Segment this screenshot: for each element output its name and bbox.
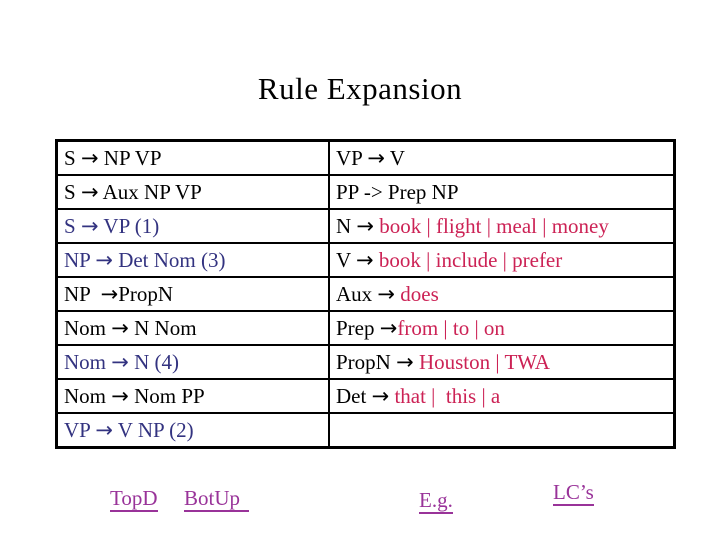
rule-cell-right-8: Det → that | this | a	[328, 378, 676, 414]
rule-text: Aux	[336, 281, 378, 306]
rule-cell-left-6: Nom → N Nom	[55, 310, 330, 346]
rule-text: does	[400, 281, 439, 306]
rule-text: Det	[336, 383, 372, 408]
rule-cell-right-3: N → book | flight | meal | money	[328, 208, 676, 244]
rule-text: VP	[64, 417, 96, 442]
right-arrow-icon: →	[371, 383, 390, 408]
rule-text: Houston | TWA	[418, 349, 550, 374]
rule-cell-right-5: Aux → does	[328, 276, 676, 312]
table-row: Nom → N (4)PropN → Houston | TWA	[55, 344, 676, 380]
right-arrow-icon: →	[100, 281, 119, 306]
rule-text: S	[64, 145, 81, 170]
rule-cell-left-4: NP → Det Nom (3)	[55, 242, 330, 278]
rule-cell-right-2: PP -> Prep NP	[328, 174, 676, 210]
rule-text: VP	[336, 145, 368, 170]
right-arrow-icon: →	[111, 349, 129, 374]
rule-text: NP	[64, 281, 101, 306]
rule-cell-left-7: Nom → N (4)	[55, 344, 330, 380]
right-arrow-icon: →	[356, 213, 375, 238]
rule-text: book | include | prefer	[378, 247, 563, 272]
link-lcs[interactable]: LC’s	[553, 480, 594, 507]
rule-text: S	[64, 213, 81, 238]
rule-text: Nom	[64, 349, 112, 374]
right-arrow-icon: →	[95, 247, 113, 272]
slide-title: Rule Expansion	[257, 71, 463, 106]
right-arrow-icon: →	[356, 247, 374, 272]
right-arrow-icon: →	[80, 145, 99, 170]
rule-text: V	[336, 247, 357, 272]
rule-cell-left-1: S → NP VP	[55, 139, 330, 176]
rule-text: V	[384, 145, 405, 170]
rule-text: NP VP	[98, 145, 162, 170]
right-arrow-icon: →	[367, 145, 385, 170]
rule-cell-left-8: Nom → Nom PP	[55, 378, 330, 414]
rule-text: S	[64, 179, 81, 204]
rule-text: PropN	[118, 281, 174, 306]
rule-text: PP -> Prep NP	[336, 179, 459, 204]
rule-text: book | flight | meal | money	[379, 213, 609, 238]
rule-cell-left-9: VP → V NP (2)	[55, 412, 330, 449]
right-arrow-icon: →	[396, 349, 414, 374]
rule-text: N Nom	[128, 315, 197, 340]
rule-cell-left-5: NP →PropN	[55, 276, 330, 312]
rule-text: PropN	[336, 349, 397, 374]
right-arrow-icon: →	[111, 315, 129, 340]
rule-text: that | this | a	[394, 383, 501, 408]
right-arrow-icon: →	[80, 179, 99, 204]
rule-text: from | to | on	[397, 315, 505, 340]
rule-cell-right-1: VP → V	[328, 139, 676, 176]
right-arrow-icon: →	[111, 383, 129, 408]
table-row: S → VP (1)N → book | flight | meal | mon…	[55, 208, 676, 244]
rule-cell-right-4: V → book | include | prefer	[328, 242, 676, 278]
table-row: NP → Det Nom (3)V → book | include | pre…	[55, 242, 676, 278]
right-arrow-icon: →	[379, 315, 398, 340]
rule-cell-right-9	[328, 412, 676, 449]
rule-cell-left-2: S → Aux NP VP	[55, 174, 330, 210]
rule-text: N	[336, 213, 357, 238]
right-arrow-icon: →	[80, 213, 99, 238]
rule-text: V NP (2)	[112, 417, 194, 442]
link-botup[interactable]: BotUp	[184, 486, 250, 513]
link-eg[interactable]: E.g.	[419, 488, 453, 515]
rule-text: Nom PP	[128, 383, 205, 408]
right-arrow-icon: →	[95, 417, 113, 442]
table-row: VP → V NP (2)	[55, 412, 676, 449]
rule-text: N (4)	[128, 349, 180, 374]
rule-text: Nom	[64, 383, 112, 408]
rule-text: Aux NP VP	[98, 179, 202, 204]
rule-cell-left-3: S → VP (1)	[55, 208, 330, 244]
rule-text: Det Nom (3)	[112, 247, 226, 272]
right-arrow-icon: →	[377, 281, 396, 306]
link-topd[interactable]: TopD	[110, 486, 158, 513]
rule-text: Prep	[336, 315, 380, 340]
rule-cell-right-7: PropN → Houston | TWA	[328, 344, 676, 380]
rule-text: NP	[64, 247, 96, 272]
rule-text: Nom	[64, 315, 112, 340]
rule-text: VP (1)	[98, 213, 160, 238]
rule-cell-right-6: Prep →from | to | on	[328, 310, 676, 346]
